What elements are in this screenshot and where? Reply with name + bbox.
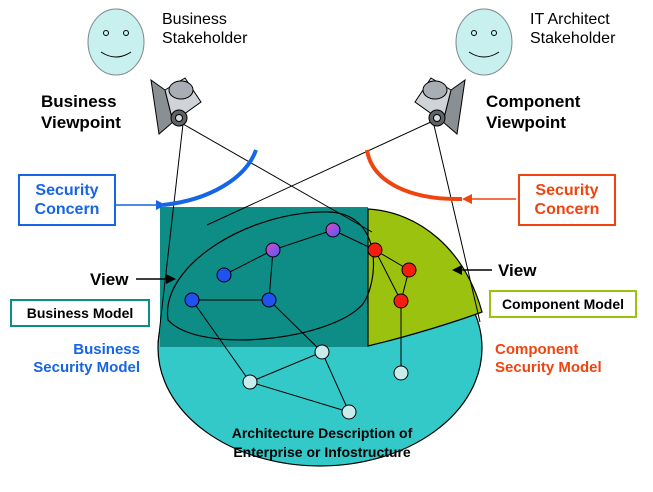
node-light [341,404,357,420]
node-light [393,365,409,381]
security-concern-arc-right [365,149,463,202]
component-model-box: Component Model [489,290,637,318]
node-blue [261,292,277,308]
view-label-right: View [498,261,537,280]
node-mixed [265,242,281,258]
security-concern-box-right: Security Concern [518,174,616,226]
architecture-description-label: Architecture Description of Enterprise o… [231,425,413,460]
projection-lines [157,120,481,344]
view-label-left: View [90,270,129,289]
security-concern-arc-left [162,149,258,207]
business-stakeholder-label: Business Stakeholder [162,11,248,47]
smiley-face-icon [455,8,513,76]
node-mixed [325,222,341,238]
it-architect-stakeholder-label: IT Architect Stakeholder [530,11,616,47]
camera-icon [414,77,466,135]
node-light [314,344,330,360]
security-concern-box-left: Security Concern [18,174,116,226]
business-viewpoint-label: Business Viewpoint [41,92,121,132]
component-security-model-label: Component Security Model [495,341,602,376]
node-blue [216,267,232,283]
node-red [367,242,383,258]
component-model-area [367,208,483,347]
node-blue [184,292,200,308]
business-security-model-label: Business Security Model [33,341,140,376]
node-red [393,293,409,309]
node-light [242,374,258,390]
graph-nodes [184,222,417,420]
camera-icon [150,77,202,135]
smiley-face-icon [87,8,145,76]
business-model-box: Business Model [10,299,150,327]
component-viewpoint-label: Component Viewpoint [486,92,581,132]
node-red [401,262,417,278]
